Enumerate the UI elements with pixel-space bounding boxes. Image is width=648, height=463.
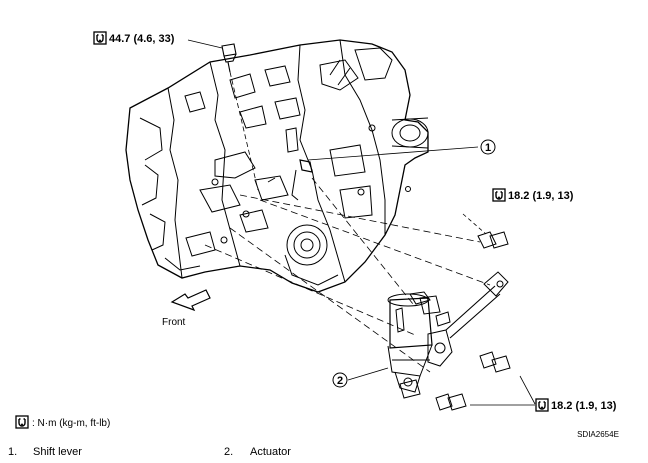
torque-spec-top: 44.7 (4.6, 33) <box>93 31 175 45</box>
callout-2: 2 <box>332 372 348 388</box>
actuator-assembly <box>387 271 509 393</box>
torque-spec-right-upper: 18.2 (1.9, 13) <box>492 188 574 202</box>
part-2-number: 2. <box>224 446 233 458</box>
torque-wrench-icon <box>492 188 506 202</box>
svg-text:44.7 (4.6, 33): 44.7 (4.6, 33) <box>109 33 175 45</box>
part-1-name: Shift lever <box>33 446 82 458</box>
torque-wrench-icon <box>15 415 29 429</box>
figure-code: SDIA2654E <box>577 430 619 439</box>
part-1-number: 1. <box>8 446 17 458</box>
svg-text:1: 1 <box>485 142 491 154</box>
svg-text:18.2 (1.9, 13): 18.2 (1.9, 13) <box>508 190 574 202</box>
front-label: Front <box>162 317 186 328</box>
part-2-name: Actuator <box>250 446 291 458</box>
svg-text:18.2 (1.9, 13): 18.2 (1.9, 13) <box>551 400 617 412</box>
front-arrow-icon <box>170 289 211 312</box>
leader-lines <box>187 39 536 406</box>
svg-text:: N·m (kg-m, ft-lb): : N·m (kg-m, ft-lb) <box>32 418 110 429</box>
torque-spec-right-lower: 18.2 (1.9, 13) <box>535 398 617 412</box>
units-legend: : N·m (kg-m, ft-lb) <box>15 415 110 429</box>
callout-1: 1 <box>480 139 496 155</box>
torque-wrench-icon <box>535 398 549 412</box>
parts-legend: 1. Shift lever 2. Actuator <box>8 446 291 458</box>
actuator-bolts <box>399 231 511 411</box>
torque-wrench-icon <box>93 31 107 45</box>
svg-text:2: 2 <box>337 375 343 387</box>
transfer-case-housing <box>125 39 429 293</box>
top-bolt <box>221 43 237 73</box>
